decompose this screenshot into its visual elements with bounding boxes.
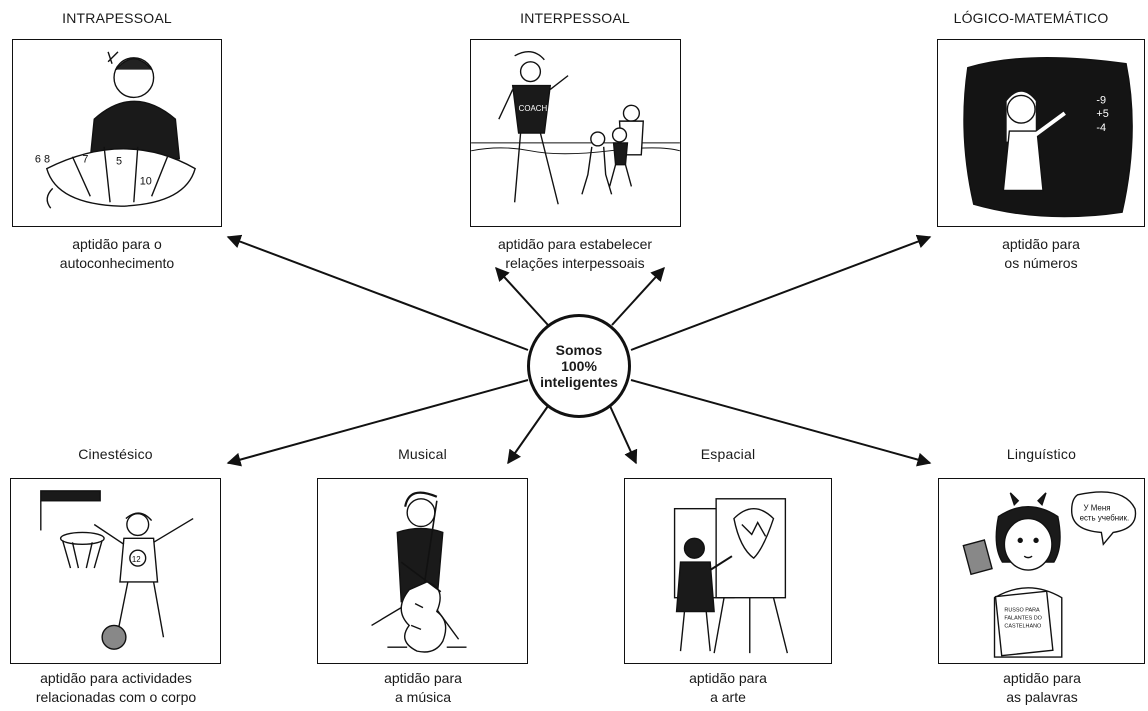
arrow-interpessoal-left <box>495 266 549 326</box>
caption-espacial: aptidão para a arte <box>598 669 858 707</box>
arrow-interpessoal-right <box>611 266 665 326</box>
arrow-logico <box>630 234 932 351</box>
panel-interpessoal: COACH <box>470 39 681 227</box>
sewing-person-icon: 7 5 10 6 8 <box>35 51 196 209</box>
title-interpessoal: INTERPESSOAL <box>520 10 630 26</box>
svg-text:5: 5 <box>116 156 122 168</box>
arrow-espacial <box>609 405 638 465</box>
svg-text:6 8: 6 8 <box>35 154 50 166</box>
board-num-2: +5 <box>1096 108 1108 120</box>
caption-logico-matematico: aptidão para os números <box>911 235 1148 273</box>
caption-interpessoal-line-1: aptidão para estabelecer <box>497 236 653 252</box>
arrow-linguistico <box>630 379 932 467</box>
cellist-icon <box>371 491 467 653</box>
arrow-musical <box>507 405 549 465</box>
title-intrapessoal: INTRAPESSOAL <box>62 10 172 26</box>
panel-intrapessoal: 7 5 10 6 8 <box>12 39 222 227</box>
svg-text:7: 7 <box>82 154 88 166</box>
caption-musical-line-1: aptidão para <box>384 670 462 686</box>
caption-cinestesico-line-2: relacionadas com o corpo <box>35 689 197 705</box>
girl-with-books-icon: У Меня есть учебник. RUSSO PARA FALANTES… <box>962 491 1137 658</box>
speech-text-1: У Меня <box>1084 504 1111 513</box>
book-text-3: CASTELHANO <box>1004 623 1041 629</box>
caption-linguistico-line-1: aptidão para <box>1003 670 1081 686</box>
caption-espacial-line-2: a arte <box>710 689 746 705</box>
caption-musical-line-2: a música <box>394 689 452 705</box>
jersey-number: 12 <box>132 555 141 564</box>
caption-musical: aptidão para a música <box>293 669 553 707</box>
center-line-2: 100% <box>561 358 597 374</box>
book-text-1: RUSSO PARA <box>1004 608 1040 614</box>
caption-cinestesico-line-1: aptidão para actividades <box>40 670 192 686</box>
board-num-3: -4 <box>1096 122 1106 134</box>
center-line-3: inteligentes <box>540 374 618 390</box>
title-linguistico: Linguístico <box>1006 446 1077 462</box>
caption-linguistico-line-2: as palavras <box>1006 689 1078 705</box>
caption-intrapessoal: aptidão para o autoconhecimento <box>0 235 247 273</box>
panel-espacial <box>624 478 832 664</box>
board-num-1: -9 <box>1096 94 1106 106</box>
panel-musical <box>317 478 528 664</box>
panel-logico-matematico: -9 +5 -4 <box>937 39 1145 227</box>
coach-with-children-icon: COACH <box>471 51 680 205</box>
caption-linguistico: aptidão para as palavras <box>912 669 1148 707</box>
caption-logico-line-1: aptidão para <box>1002 236 1080 252</box>
girl-at-blackboard-icon: -9 +5 -4 <box>963 57 1133 218</box>
arrow-cinestesico <box>226 379 529 467</box>
caption-interpessoal: aptidão para estabelecer relações interp… <box>445 235 705 273</box>
caption-espacial-line-1: aptidão para <box>689 670 767 686</box>
title-cinestesico: Cinestésico <box>78 446 153 462</box>
title-logico-matematico: LÓGICO-MATEMÁTICO <box>953 10 1109 26</box>
arrow-intrapessoal <box>226 234 529 351</box>
caption-interpessoal-line-2: relações interpessoais <box>505 255 645 271</box>
center-circle: Somos 100% inteligentes <box>527 314 631 418</box>
basketball-player-icon: 12 <box>40 490 194 650</box>
caption-intrapessoal-line-2: autoconhecimento <box>59 255 175 271</box>
caption-logico-line-2: os números <box>1004 255 1078 271</box>
speech-text-2: есть учебник. <box>1080 514 1130 523</box>
center-line-1: Somos <box>555 342 603 358</box>
painter-at-easel-icon <box>673 498 789 654</box>
caption-cinestesico: aptidão para actividades relacionadas co… <box>0 669 246 707</box>
panel-cinestesico: 12 <box>10 478 221 664</box>
title-musical: Musical <box>398 446 447 462</box>
coach-shirt-text: COACH <box>519 104 548 113</box>
book-text-2: FALANTES DO <box>1004 615 1041 621</box>
caption-intrapessoal-line-1: aptidão para o <box>72 236 162 252</box>
panel-linguistico: У Меня есть учебник. RUSSO PARA FALANTES… <box>938 478 1145 664</box>
svg-text:10: 10 <box>140 175 152 187</box>
title-espacial: Espacial <box>700 446 756 462</box>
